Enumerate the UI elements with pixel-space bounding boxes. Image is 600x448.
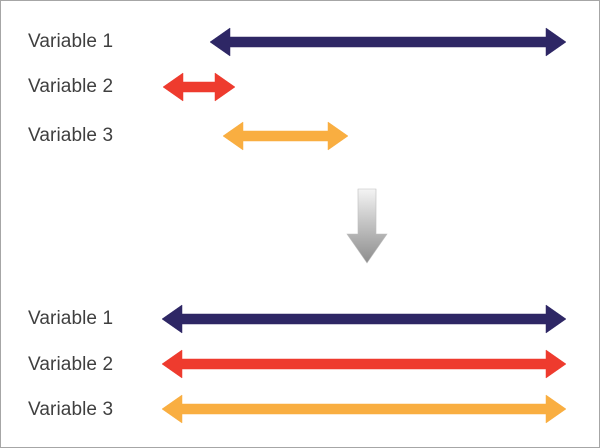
before-panel-arrows [162, 27, 567, 151]
label-after-variable-3: Variable 3 [28, 399, 114, 420]
down-arrow-icon [346, 188, 388, 264]
arrow-before-variable-2 [162, 72, 236, 102]
label-before-variable-3: Variable 3 [28, 125, 114, 146]
label-after-variable-2: Variable 2 [28, 354, 114, 375]
label-before-variable-2: Variable 2 [28, 76, 114, 97]
arrow-after-variable-3 [161, 394, 567, 424]
label-after-variable-1: Variable 1 [28, 308, 114, 329]
label-before-variable-1: Variable 1 [28, 31, 114, 52]
arrow-before-variable-1 [209, 27, 567, 57]
arrow-after-variable-1 [161, 304, 567, 334]
after-panel-arrows [161, 304, 567, 424]
arrow-before-variable-3 [222, 121, 349, 151]
arrow-after-variable-2 [161, 349, 567, 379]
